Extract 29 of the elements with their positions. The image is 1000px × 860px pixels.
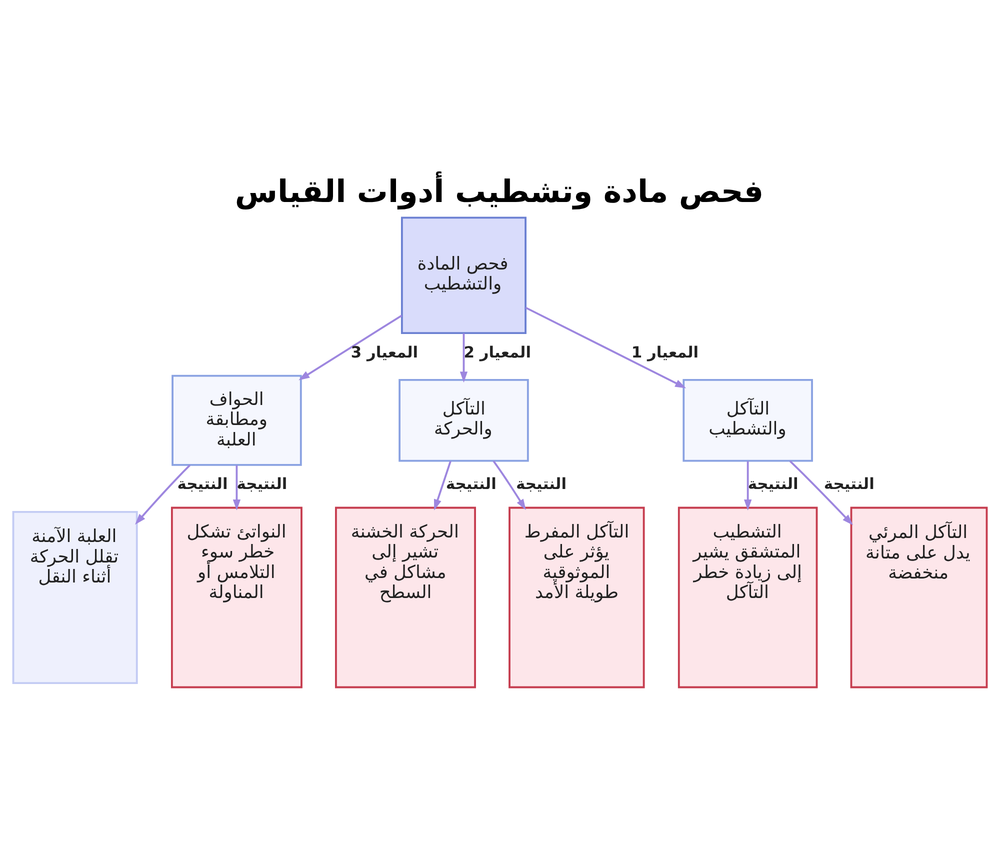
edge-label: المعيار 2 [464,342,532,361]
node-box: فحص المادة والتشطيب [401,216,526,334]
arrow [232,464,241,510]
edge-label: النتيجة [748,474,798,493]
arrow [744,460,752,510]
edge-label: النتيجة [446,474,496,493]
node-box: النواتئ تشكل خطر سوء التلامس أو المناولة [170,506,302,688]
edge-label: النتيجة [236,474,288,493]
node-box: الحركة الخشنة تشير إلى مشاكل في السطح [335,506,476,688]
node-box: التآكل المرئي يدل على متانة منخفضة [850,506,988,688]
edge-label: المعيار 3 [350,342,418,361]
edge-label: النتيجة [824,474,874,493]
edge-label: المعيار 1 [631,342,699,361]
arrow [525,306,686,388]
node-box: التآكل والتشطيب [682,378,813,462]
edge-label: النتيجة [516,474,567,493]
node-box: الحواف ومطابقة العلبة [172,374,302,466]
diagram-title: فحص مادة وتشطيب أدوات القياس [234,174,764,210]
arrow [434,460,452,510]
arrow [492,460,526,510]
node-box: التآكل والحركة [398,378,529,462]
arrow [298,314,402,380]
node-box: التشطيب المتشقق يشير إلى زيادة خطر التآكل [678,506,818,688]
arrow [460,332,468,382]
edge-label: النتيجة [177,474,228,493]
node-box: التآكل المفرط يؤثر على الموثوقية طويلة الأمد [508,506,645,688]
node-box: العلبة الآمنة تقلل الحركة أثناء النقل [12,510,138,684]
arrow [789,460,854,525]
arrow [135,464,191,524]
